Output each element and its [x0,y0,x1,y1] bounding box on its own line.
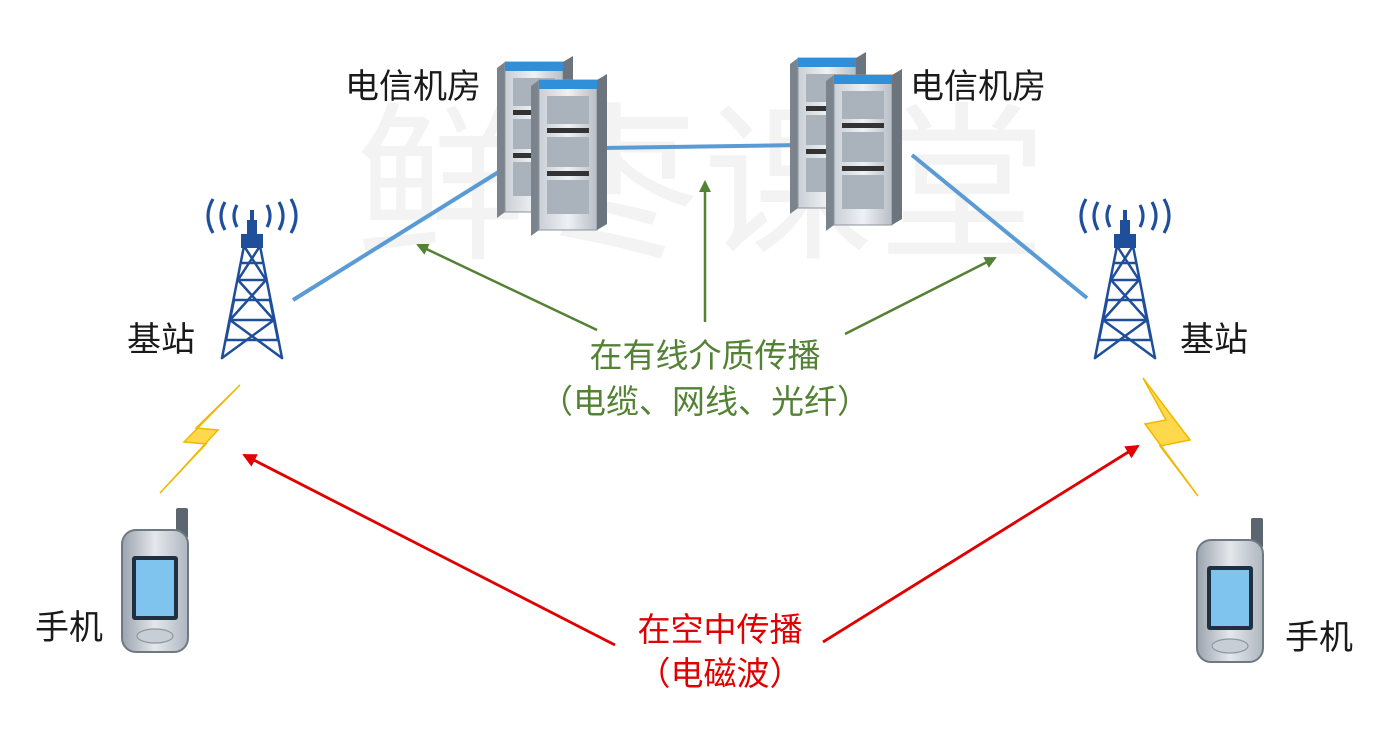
wired-medium-title: 在有线介质传播 [589,336,821,375]
station-right-label: 基站 [1180,320,1248,360]
link-datacenter-to-station-right [910,153,1089,300]
lightning-icon [1142,377,1199,497]
link-station-left-to-datacenter [291,166,507,302]
wired-arrow-left [416,243,598,332]
link-datacenter-to-datacenter [602,143,801,150]
station-left-label: 基站 [127,320,195,360]
cell-tower-icon [1079,197,1171,360]
server-rack-icon [789,51,903,232]
datacenter-left-label: 电信机房 [345,67,481,107]
mobile-phone-icon [121,507,189,653]
phone-right-label: 手机 [1285,618,1353,658]
datacenter-right-label: 电信机房 [910,67,1046,107]
wireless-arrow-left [242,453,616,647]
phone-left-label: 手机 [35,608,103,648]
cell-tower-icon [206,197,298,360]
watermark: 鲜枣课堂 [355,92,1035,282]
wired-medium-examples: （电缆、网线、光纤） [540,382,870,421]
wireless-arrow-right [822,444,1140,644]
mobile-phone-icon [1196,517,1264,663]
wired-arrow-right [844,256,997,336]
wireless-medium-examples: （电磁波） [637,654,803,693]
lightning-icon [159,384,241,494]
server-rack-icon [496,55,608,237]
wireless-medium-title: 在空中传播 [637,610,803,649]
